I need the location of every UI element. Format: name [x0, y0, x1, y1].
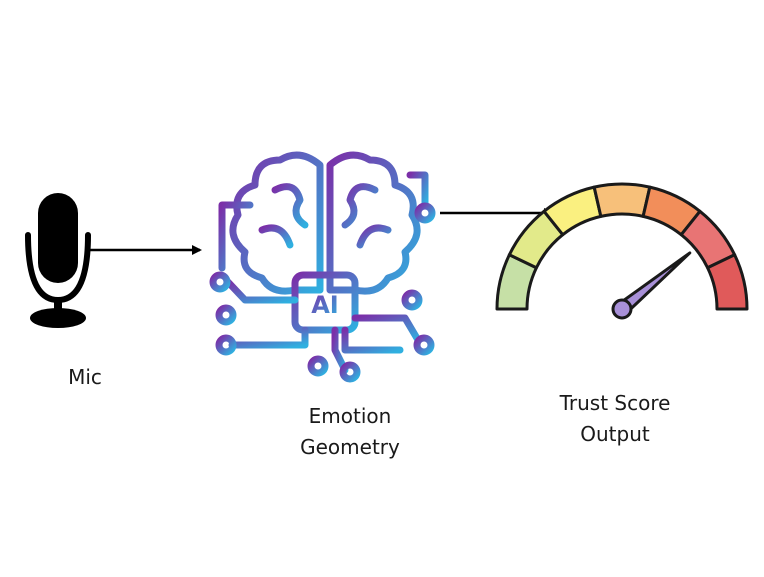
ai-brain-circuit-icon	[209, 151, 436, 383]
microphone-icon	[25, 193, 91, 328]
gauge-segment	[706, 253, 749, 311]
emotion-geometry-label: Emotion Geometry	[270, 401, 430, 463]
emotion-label-line2: Geometry	[300, 435, 400, 459]
emotion-label-line1: Emotion	[308, 404, 392, 428]
gauge-meter-icon	[495, 182, 749, 320]
trust-label-line2: Output	[580, 422, 650, 446]
mic-label: Mic	[30, 362, 140, 393]
trust-label-line1: Trust Score	[559, 391, 671, 415]
gauge-segment	[592, 182, 652, 218]
mic-label-text: Mic	[68, 365, 102, 389]
gauge-needle-hub	[611, 298, 633, 320]
ai-chip-text: AI	[311, 291, 339, 319]
trust-score-label: Trust Score Output	[535, 388, 695, 450]
